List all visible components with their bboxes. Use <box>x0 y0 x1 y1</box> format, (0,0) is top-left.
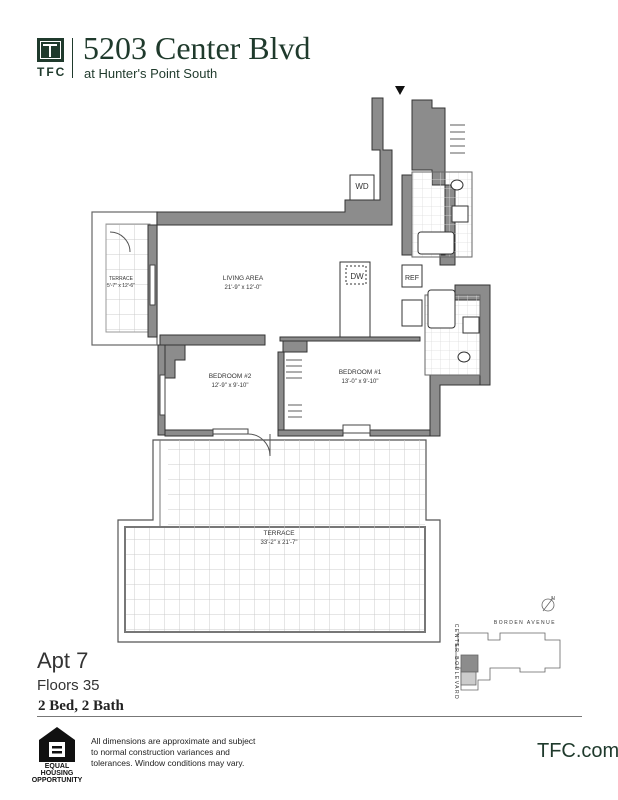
washer-dryer <box>349 174 375 201</box>
dw-label: DW <box>350 272 364 281</box>
apartment-number: Apt 7 <box>37 648 89 673</box>
compass-north-label: N <box>551 596 555 602</box>
room-name-bedroom-2: BEDROOM #2 <box>209 373 252 380</box>
room-dims-terrace: 33'-2" x 21'-7" <box>261 540 298 546</box>
window <box>342 424 371 434</box>
toilet-icon <box>457 351 471 363</box>
website-link[interactable]: TFC.com <box>537 740 618 762</box>
small-terrace <box>91 211 158 346</box>
room-dims-bedroom-2: 12'-9" x 9'-10" <box>212 383 249 389</box>
footer-divider <box>37 716 582 717</box>
door-swing <box>109 231 131 253</box>
closet-shelves <box>286 124 465 418</box>
key-plan <box>455 597 561 691</box>
room-dims-bedroom-1: 13'-0" x 9'-10" <box>342 379 379 385</box>
tfc-logo-icon <box>37 38 64 62</box>
header-divider <box>72 38 73 78</box>
refrigerator <box>401 264 423 288</box>
room-name-bedroom-1: BEDROOM #1 <box>339 369 382 376</box>
sink-icon <box>451 205 469 223</box>
toilet-icon <box>450 179 464 191</box>
street-borden-avenue: BORDEN AVENUE <box>494 620 556 626</box>
large-terrace <box>117 439 441 643</box>
wd-label: WD <box>355 182 369 191</box>
disclaimer: All dimensions are approximate and subje… <box>91 736 256 768</box>
ref-label: REF <box>405 275 419 282</box>
equal-housing-icon <box>39 727 75 762</box>
street-center-boulevard: CENTER BOULEVARD <box>453 624 459 700</box>
room-dims-small-terrace: 5'-7" x 12'-6" <box>107 283 135 289</box>
building-subtitle: at Hunter's Point South <box>84 66 218 81</box>
logo-text: TFC <box>37 65 67 79</box>
entry-arrow-icon <box>395 86 405 95</box>
equal-housing-label: EQUAL HOUSING OPPORTUNITY <box>31 763 83 784</box>
room-name-small-terrace: TERRACE <box>109 276 134 282</box>
beds-baths: 2 Bed, 2 Bath <box>38 698 124 714</box>
walls <box>147 97 491 437</box>
window <box>212 428 249 435</box>
stove-icon <box>401 299 423 327</box>
sink-icon <box>462 316 480 334</box>
door-swing <box>247 433 271 457</box>
window <box>159 374 166 416</box>
compass-icon <box>541 598 555 612</box>
room-dims-living: 21'-9" x 12'-0" <box>225 285 262 291</box>
window <box>149 264 156 306</box>
room-name-living: LIVING AREA <box>223 275 264 282</box>
floors: Floors 35 <box>37 677 100 694</box>
building-title: 5203 Center Blvd <box>83 30 311 66</box>
bathtub-icon <box>417 231 455 255</box>
bathtub-icon <box>427 289 456 329</box>
room-name-terrace: TERRACE <box>263 530 295 537</box>
dishwasher <box>345 265 367 285</box>
